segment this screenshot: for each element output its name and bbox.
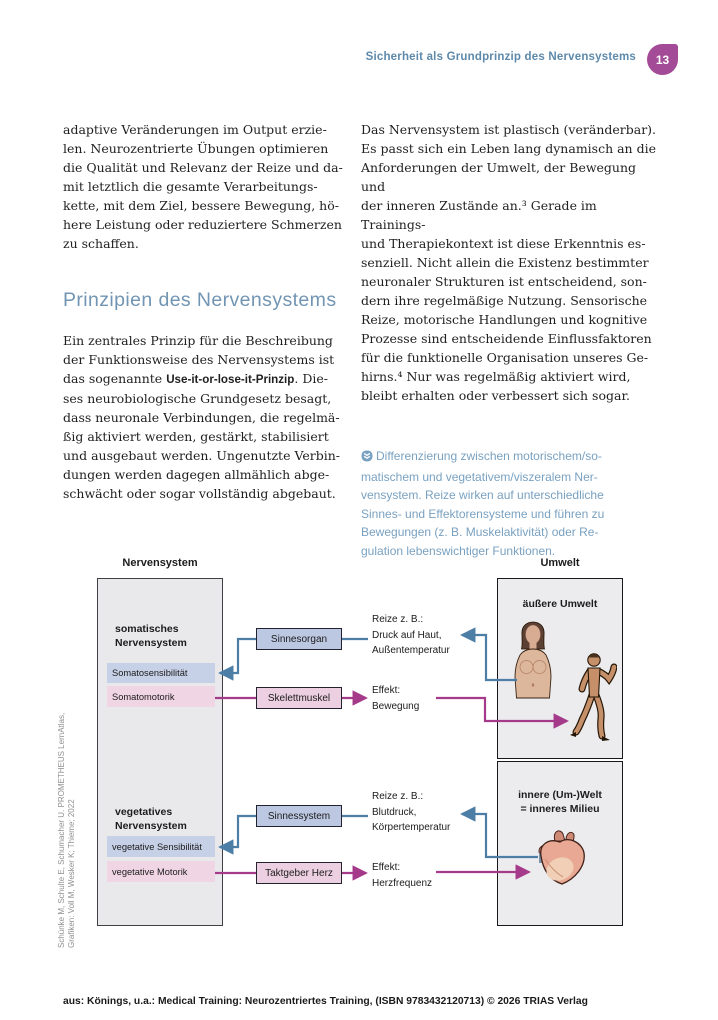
stimuli-note-somatic: Reize z. B.: Druck auf Haut, Außentemper… xyxy=(372,614,450,656)
figure-caption-text: Differenzierung zwischen motorischem/so-… xyxy=(361,449,605,558)
heart-illustration xyxy=(538,830,585,885)
effect-note-vegetative: Effekt: Herzfrequenz xyxy=(372,862,433,889)
body-paragraph: Ein zentrales Prinzip für die Beschreibu… xyxy=(63,331,363,503)
right-column: Das Nervensystem ist plastisch (veränder… xyxy=(361,120,661,560)
sinnessystem-node: Sinnessystem xyxy=(256,805,342,827)
somatomotorik-bar: Somatomotorik xyxy=(107,686,215,707)
paragraph-text: . Die- ses neurobiologische Grundgesetz … xyxy=(63,371,340,501)
skelettmuskel-node: Skelettmuskel xyxy=(256,687,342,709)
somatic-group-label: somatisches Nervensystem xyxy=(115,623,187,649)
body-paragraph: Das Nervensystem ist plastisch (veränder… xyxy=(361,122,657,403)
woman-figure-illustration xyxy=(514,621,552,699)
vegetative-group-label: vegetatives Nervensystem xyxy=(115,806,187,832)
figure-diagram: Nervensystem Umwelt somatisches Nervensy… xyxy=(55,555,718,955)
outer-umwelt-label: äußere Umwelt xyxy=(522,598,598,610)
page-footer: aus: Könings, u.a.: Medical Training: Ne… xyxy=(63,996,588,1007)
diagram-title-umwelt: Umwelt xyxy=(540,557,580,569)
section-heading: Prinzipien des Nervensystems xyxy=(63,289,337,311)
inner-umwelt-label: innere (Um-)Welt = inneres Milieu xyxy=(518,789,602,815)
page-header-title: Sicherheit als Grundprinzip des Nervensy… xyxy=(365,51,636,63)
vegetative-sensibilitaet-bar: vegetative Sensibilität xyxy=(107,836,215,857)
body-paragraph: adaptive Veränderungen im Output erzie- … xyxy=(63,122,343,251)
sinnesorgan-node: Sinnesorgan xyxy=(256,628,342,650)
left-column: adaptive Veränderungen im Output erzie- … xyxy=(63,120,363,503)
vegetative-motorik-bar: vegetative Motorik xyxy=(107,861,215,882)
taktgeber-herz-node: Taktgeber Herz xyxy=(256,862,342,884)
somatosensibilitaet-bar: Somatosensibilität xyxy=(107,663,215,683)
man-figure-illustration xyxy=(570,653,617,741)
double-chevron-down-icon xyxy=(361,449,373,468)
diagram-title-nervensystem: Nervensystem xyxy=(122,557,198,569)
stimuli-note-vegetative: Reize z. B.: Blutdruck, Körpertemperatur xyxy=(372,791,451,833)
figure-caption: Differenzierung zwischen motorischem/so-… xyxy=(361,447,661,560)
paragraph-text: Ein zentrales Prinzip für die Beschreibu… xyxy=(63,333,335,386)
page-number-badge: 13 xyxy=(647,44,678,75)
emphasis-term: Use-it-or-lose-it-Prinzip xyxy=(166,373,295,386)
effect-note-somatic: Effekt: Bewegung xyxy=(372,685,420,712)
figure-source-credit: Schünke M, Schulte E, Schumacher U. PROM… xyxy=(57,712,76,948)
